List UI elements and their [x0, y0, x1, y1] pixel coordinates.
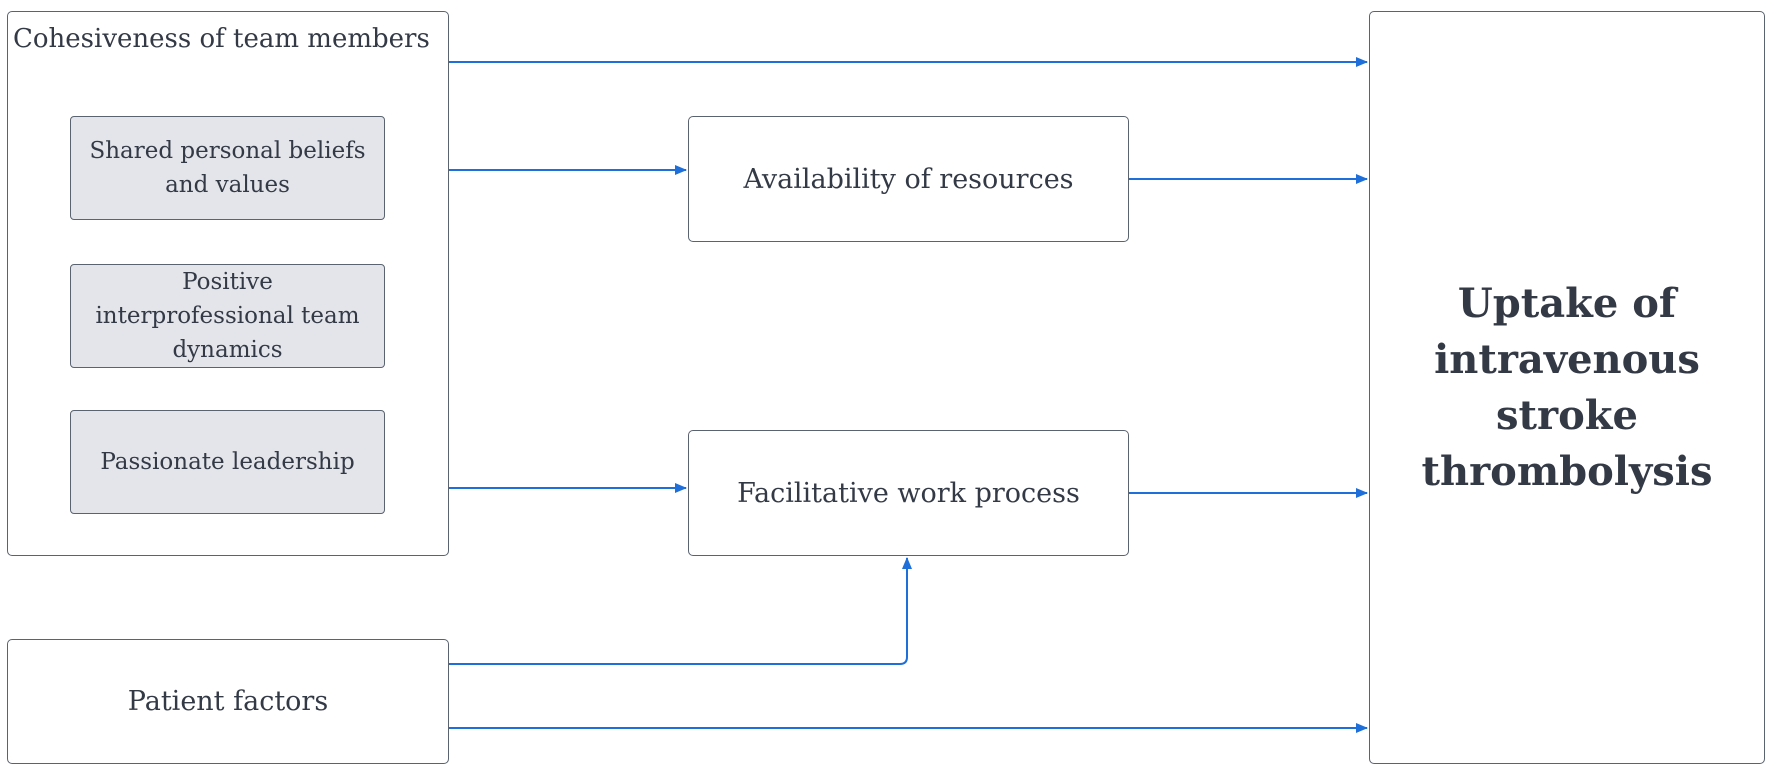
node-passionate-leadership: Passionate leadership: [70, 410, 385, 514]
node-outcome: Uptake of intravenous stroke thrombolysi…: [1369, 11, 1765, 764]
node-availability-of-resources: Availability of resources: [688, 116, 1129, 242]
patient-label: Patient factors: [127, 686, 329, 717]
node-patient-factors: Patient factors: [7, 639, 449, 764]
work-process-label: Facilitative work process: [737, 477, 1080, 509]
arrow-patient-to-work-process: [449, 557, 912, 665]
outcome-label: Uptake of intravenous stroke thrombolysi…: [1421, 279, 1713, 495]
availability-label: Availability of resources: [743, 163, 1074, 195]
group-title: Cohesiveness of team members: [13, 24, 430, 54]
node-team-dynamics: Positive interprofessional team dynamics: [70, 264, 385, 368]
node-facilitative-work-process: Facilitative work process: [688, 430, 1129, 556]
node-shared-beliefs: Shared personal beliefs and values: [70, 116, 385, 220]
